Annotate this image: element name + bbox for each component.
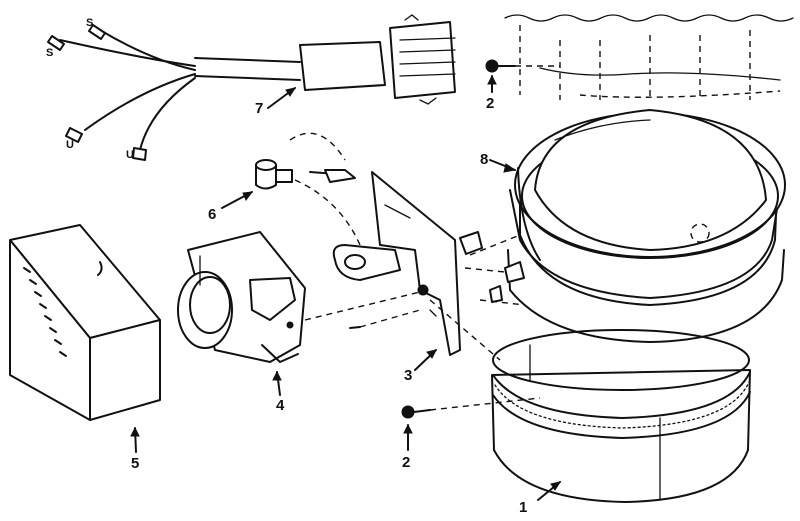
terminal-letter-top-mid: S: [86, 17, 94, 29]
leader-lines: [130, 74, 562, 501]
fasteners: [349, 59, 525, 419]
terminal-letter-top-left: S: [46, 47, 54, 59]
cover-box: [9, 224, 161, 421]
motor-assembly: [177, 231, 306, 363]
damper-dome-housing: [507, 109, 786, 343]
terminal-letter-lower-left: U: [66, 139, 74, 151]
terminal-letter-lower-mid: U: [126, 149, 134, 161]
callout-6: 6: [208, 206, 217, 223]
callout-8: 8: [480, 151, 489, 168]
callout-3: 3: [404, 367, 413, 384]
collar-ring: [491, 329, 751, 503]
mounting-bracket: [332, 171, 461, 356]
callout-7: 7: [255, 100, 264, 117]
bushing: [255, 132, 356, 190]
callout-5: 5: [131, 455, 140, 472]
callout-1: 1: [519, 499, 528, 516]
wire-harness: [47, 14, 456, 161]
upper-duct-outline: [504, 14, 794, 100]
callout-2-bottom: 2: [402, 454, 411, 471]
callout-2-top: 2: [486, 95, 495, 112]
callout-4: 4: [276, 397, 285, 414]
exploded-view-lines: [294, 65, 560, 411]
